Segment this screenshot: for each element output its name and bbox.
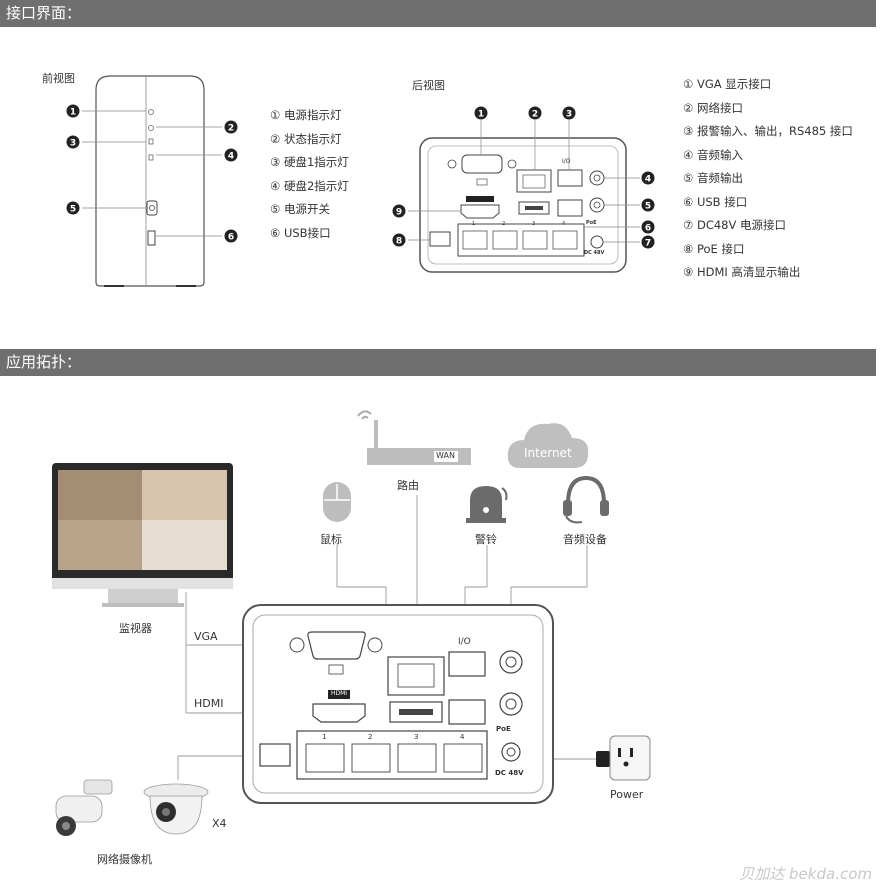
device-port-number: 2 [368, 733, 373, 741]
device-dc-label: DC 48V [495, 769, 524, 777]
svg-text:6: 6 [645, 224, 651, 234]
rear-legend-item: ④ 音频输入 [683, 147, 743, 162]
rear-legend-item: ⑦ DC48V 电源接口 [683, 218, 787, 232]
rear-dc-label: DC 48V [584, 250, 605, 256]
front-view-title: 前视图 [42, 72, 75, 85]
rear-io-label: I/O [562, 158, 571, 165]
device-poe-label: PoE [496, 725, 511, 733]
topology-section-title: 应用拓扑： [0, 349, 876, 376]
rear-legend-item: ⑧ PoE 接口 [683, 241, 745, 256]
front-legend-item: ⑥ USB接口 [270, 225, 331, 240]
mouse-icon [323, 482, 351, 522]
rear-port-number: 3 [532, 221, 536, 227]
svg-text:9: 9 [396, 208, 402, 218]
svg-text:5: 5 [645, 202, 651, 212]
svg-text:5: 5 [70, 205, 76, 215]
svg-text:8: 8 [396, 237, 402, 247]
router-graphic [357, 410, 471, 465]
device-hdmi-label: HDMI [331, 690, 348, 697]
device-port-number: 1 [322, 733, 327, 741]
svg-text:6: 6 [228, 233, 234, 243]
alarm-bell-icon [466, 486, 508, 523]
rear-legend-item: ③ 报警输入、输出，RS485 接口 [683, 124, 853, 138]
front-callouts: 1 2 3 4 5 6 [66, 104, 238, 243]
svg-text:1: 1 [70, 108, 76, 118]
svg-text:1: 1 [478, 110, 484, 120]
front-legend-item: ④ 硬盘2指示灯 [270, 178, 349, 193]
monitor-graphic [52, 463, 233, 607]
front-legend-item: ② 状态指示灯 [270, 131, 342, 146]
mouse-label: 鼠标 [320, 533, 342, 546]
rear-callouts: 1 2 3 4 5 6 7 8 9 [392, 106, 655, 249]
rear-legend-item: ⑤ 音频输出 [683, 171, 743, 185]
power-label: Power [610, 788, 644, 801]
rear-legend-item: ① VGA 显示接口 [683, 77, 772, 91]
ip-camera-graphics [55, 779, 209, 836]
watermark: 贝加达 bekda.com [739, 865, 872, 883]
svg-text:2: 2 [532, 110, 538, 120]
interface-section-title: 接口界面： [0, 0, 876, 27]
audio-device-label: 音频设备 [563, 533, 607, 546]
ip-camera-label: 网络摄像机 [97, 853, 152, 866]
device-port-number: 3 [414, 733, 419, 741]
device-io-label: I/O [458, 637, 471, 647]
rear-device [408, 120, 640, 273]
rear-legend-item: ② 网络接口 [683, 100, 743, 115]
front-legend-item: ① 电源指示灯 [270, 108, 342, 122]
rear-hdmi-label: HDMI [472, 190, 486, 196]
router-wan-label: WAN [436, 451, 455, 460]
rear-port-number: 1 [472, 221, 476, 227]
device-port-number: 4 [460, 733, 465, 741]
rear-legend-item: ⑨ HDMI 高清显示输出 [683, 265, 801, 279]
nvr-rear-large [242, 604, 554, 804]
rear-legend: ① VGA 显示接口 ② 网络接口 ③ 报警输入、输出，RS485 接口 ④ 音… [683, 73, 853, 285]
rear-view-title: 后视图 [412, 79, 445, 92]
svg-text:2: 2 [228, 124, 234, 134]
internet-cloud [507, 423, 589, 468]
internet-label: Internet [524, 446, 572, 460]
router-label: 路由 [397, 479, 419, 492]
svg-text:7: 7 [645, 239, 651, 249]
svg-text:4: 4 [645, 175, 651, 185]
svg-text:4: 4 [228, 152, 234, 162]
hdmi-label: HDMI [194, 697, 224, 710]
vga-label: VGA [194, 630, 218, 643]
front-legend-item: ⑤ 电源开关 [270, 202, 330, 216]
svg-text:3: 3 [70, 139, 76, 149]
rear-poe-label: PoE [586, 220, 597, 226]
front-legend-item: ③ 硬盘1指示灯 [270, 155, 349, 169]
headset-icon [563, 475, 609, 524]
front-device [82, 75, 222, 287]
alarm-label: 警铃 [475, 533, 497, 546]
rear-port-number: 2 [502, 221, 506, 227]
monitor-label: 监视器 [119, 622, 152, 635]
camera-count-label: X4 [212, 817, 227, 830]
front-legend: ① 电源指示灯 ② 状态指示灯 ③ 硬盘1指示灯 ④ 硬盘2指示灯 ⑤ 电源开关… [270, 104, 349, 245]
rear-legend-item: ⑥ USB 接口 [683, 194, 748, 209]
svg-text:3: 3 [566, 110, 572, 120]
rear-port-number: 4 [562, 221, 566, 227]
power-outlet-graphic [596, 735, 651, 781]
